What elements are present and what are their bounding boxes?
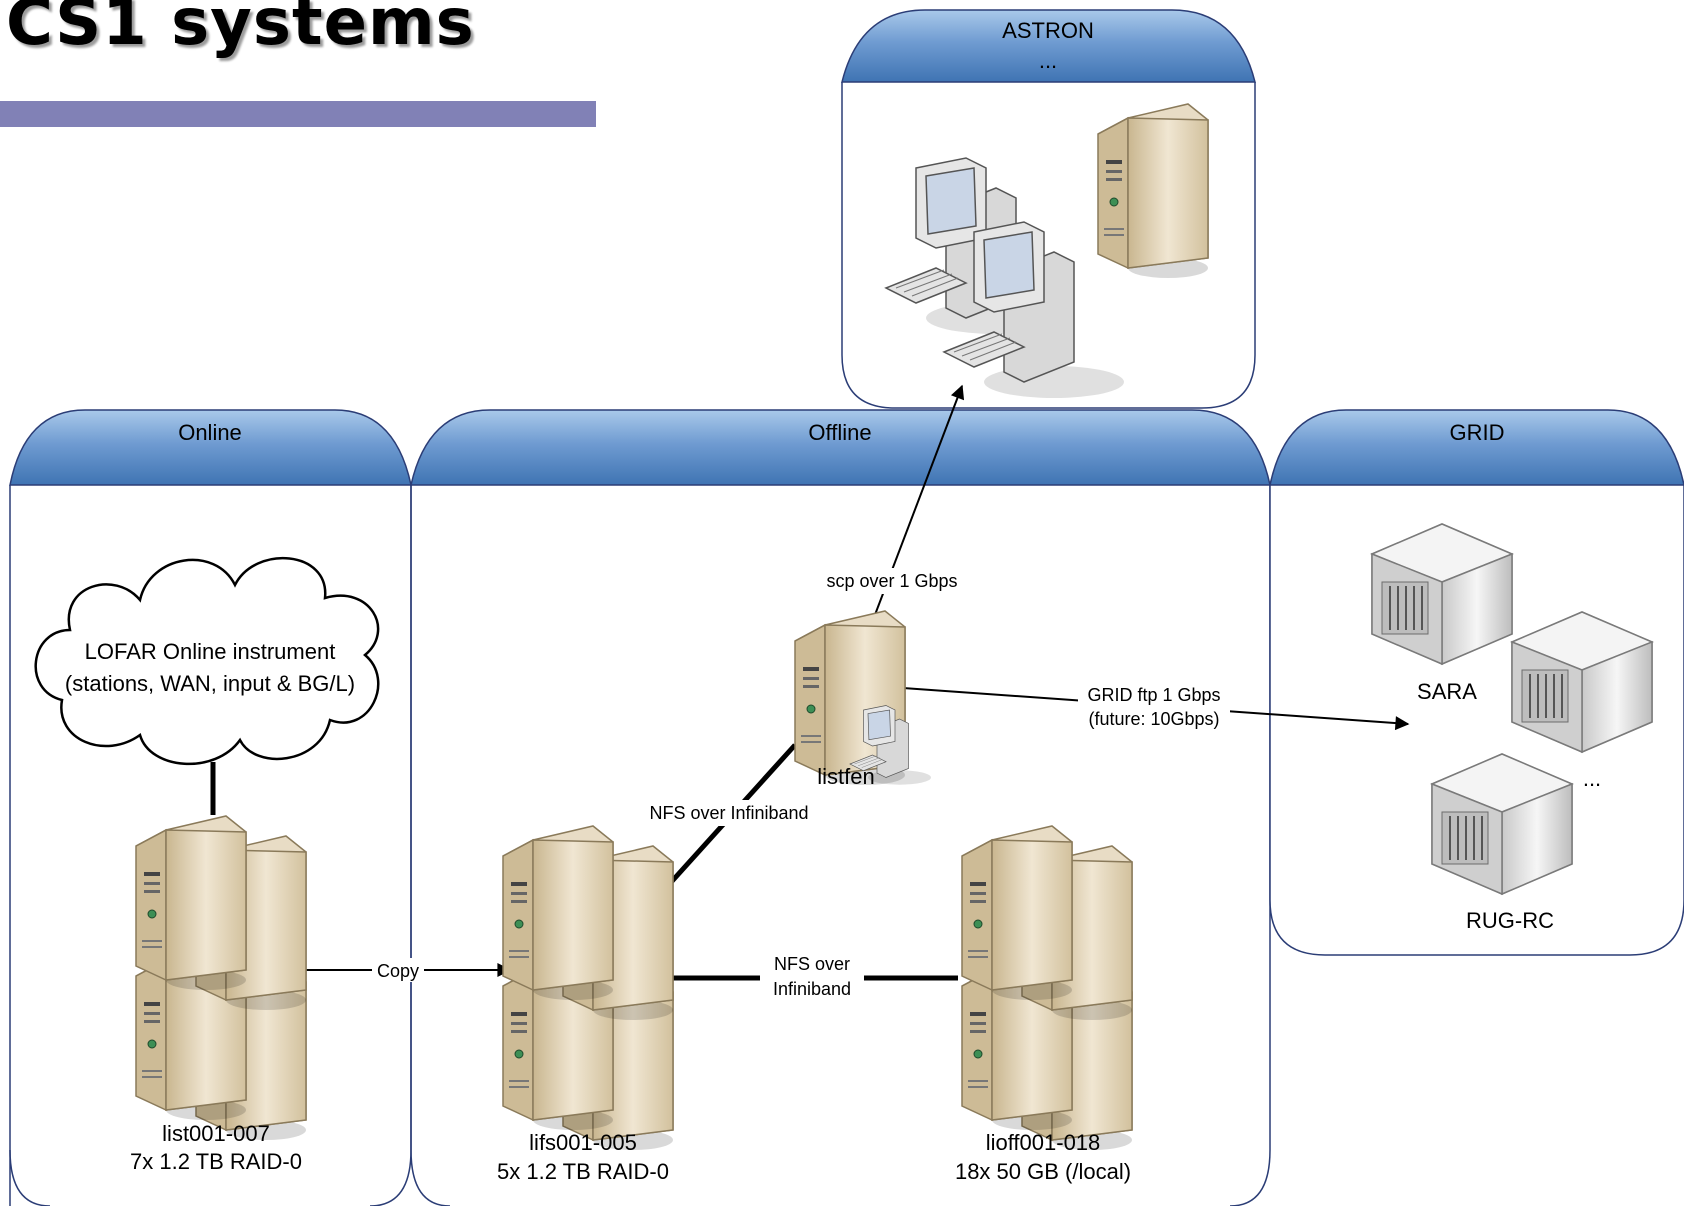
lane-astron-subtitle: ...	[1039, 48, 1057, 73]
node-grid-more: ...	[1583, 766, 1601, 791]
node-rugrc-name: RUG-RC	[1466, 908, 1554, 933]
lane-online-title: Online	[178, 420, 242, 445]
slide-title: CS1 systems	[6, 0, 475, 60]
lane-online-header	[9, 409, 412, 486]
edge-nfs-listfen-label: NFS over Infiniband	[649, 803, 808, 823]
edge-copy-label: Copy	[377, 961, 419, 981]
edge-nfs-lioff-line2: Infiniband	[773, 979, 851, 999]
server-cluster-list-icon	[136, 816, 306, 1140]
cloud-label-line1: LOFAR Online instrument	[85, 639, 336, 664]
node-listfen-name: listfen	[817, 764, 874, 789]
node-list-name: list001-007	[162, 1121, 270, 1146]
edge-gridftp-line1: GRID ftp 1 Gbps	[1087, 685, 1220, 705]
sara-mainframe-icon	[1371, 523, 1513, 665]
lane-grid-header	[1269, 409, 1684, 486]
rugrc-mainframe-icon	[1431, 753, 1573, 895]
node-lifs-spec: 5x 1.2 TB RAID-0	[497, 1159, 669, 1184]
title-underline-bar	[0, 101, 596, 127]
node-lifs-name: lifs001-005	[529, 1130, 637, 1155]
node-sara-name: SARA	[1417, 679, 1477, 704]
lane-astron-title: ASTRON	[1002, 18, 1094, 43]
lane-offline: Offline	[410, 409, 1271, 1206]
edge-gridftp: GRID ftp 1 Gbps (future: 10Gbps)	[902, 682, 1410, 732]
edge-nfs-lioff: NFS over Infiniband	[664, 950, 958, 1004]
cloud-icon	[34, 556, 380, 766]
edge-nfs-lioff-line1: NFS over	[774, 954, 850, 974]
node-lioff-name: lioff001-018	[986, 1130, 1101, 1155]
node-lioff-spec: 18x 50 GB (/local)	[955, 1159, 1131, 1184]
astron-tower-server-icon	[1097, 103, 1209, 279]
grid-mainframe-icon	[1511, 611, 1653, 753]
edge-gridftp-line2: (future: 10Gbps)	[1088, 709, 1219, 729]
lane-grid-title: GRID	[1450, 420, 1505, 445]
server-cluster-lifs-icon	[503, 826, 673, 1150]
listfen-server-icon	[794, 610, 932, 786]
edge-copy: Copy	[296, 958, 512, 982]
server-cluster-lioff-icon	[962, 826, 1132, 1150]
lane-offline-header	[410, 409, 1271, 486]
edge-scp-label: scp over 1 Gbps	[826, 571, 957, 591]
cloud-label-line2: (stations, WAN, input & BG/L)	[65, 671, 355, 696]
edge-scp: scp over 1 Gbps	[812, 384, 972, 621]
node-list-spec: 7x 1.2 TB RAID-0	[130, 1149, 302, 1174]
lane-astron-header	[841, 9, 1256, 83]
lane-offline-title: Offline	[808, 420, 871, 445]
edge-nfs-listfen: NFS over Infiniband	[636, 743, 822, 892]
